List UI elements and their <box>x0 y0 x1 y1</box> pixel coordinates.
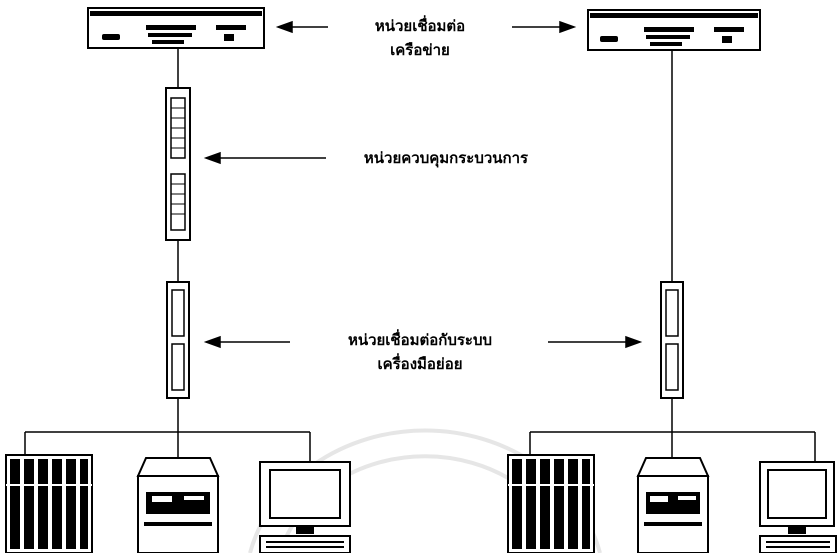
connection-lines <box>24 48 816 462</box>
printer-icon <box>636 457 710 554</box>
rack-device-icon <box>507 454 595 554</box>
arrows <box>203 20 643 349</box>
network-interface-unit-icon <box>587 9 761 51</box>
network-interface-unit-icon <box>87 7 265 49</box>
subsystem-interface-unit-icon <box>660 281 684 399</box>
subsystem-interface-label: หน่วยเชื่อมต่อกับระบบ เครื่องมือย่อย <box>300 328 540 376</box>
process-control-unit-label: หน่วยควบคุมกระบวนการ <box>363 149 529 167</box>
network-interface-label: หน่วยเชื่อมต่อ เครือข่าย <box>330 14 510 62</box>
computer-terminal-icon <box>759 461 837 554</box>
computer-terminal-icon <box>259 461 351 554</box>
process-control-unit-icon <box>165 87 191 241</box>
printer-icon <box>136 457 220 554</box>
subsystem-interface-unit-icon <box>166 281 190 399</box>
subsystem-interface-label-line2: เครื่องมือย่อย <box>377 355 463 373</box>
subsystem-interface-label-line1: หน่วยเชื่อมต่อกับระบบ <box>347 331 493 349</box>
rack-device-icon <box>5 454 93 554</box>
network-interface-label-line1: หน่วยเชื่อมต่อ <box>374 17 466 35</box>
network-interface-label-line2: เครือข่าย <box>390 41 450 59</box>
